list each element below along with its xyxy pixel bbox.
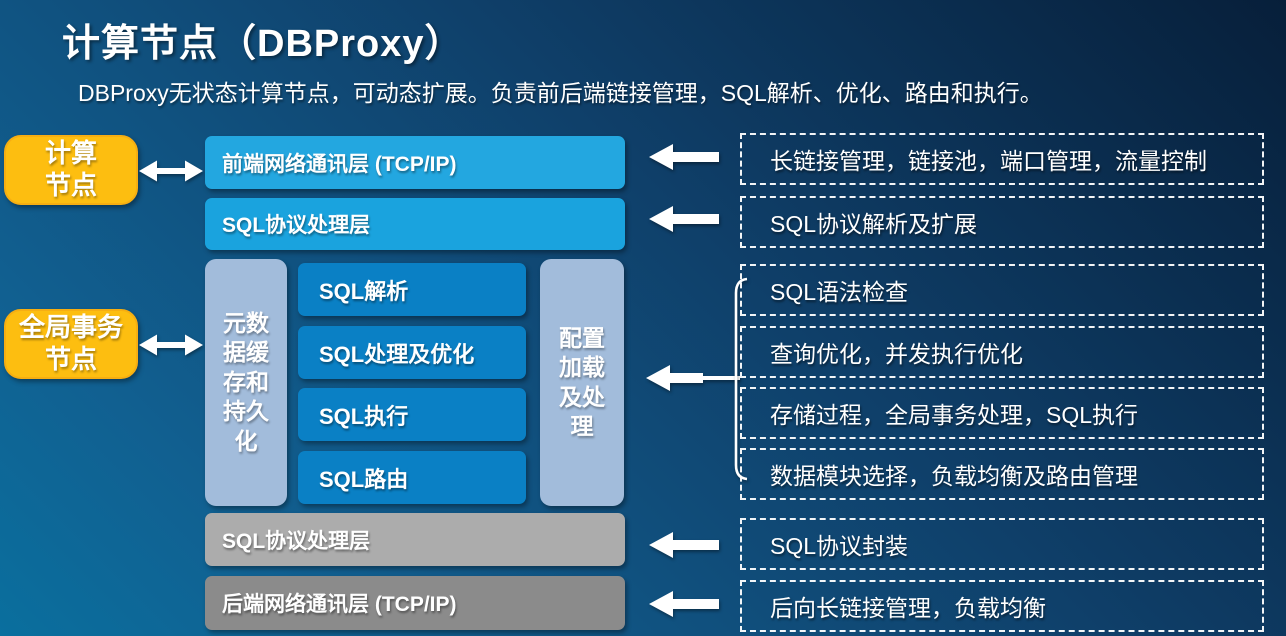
sql-parse-box: SQL解析 (298, 263, 526, 316)
page-title: 计算节点（DBProxy） (62, 23, 464, 65)
left-arrow-icon (648, 588, 720, 620)
left-arrow-icon (648, 203, 720, 235)
left-arrow-icon (648, 529, 720, 561)
annotation-data-module-select: 数据模块选择，负载均衡及路由管理 (740, 448, 1264, 500)
annotation-stored-procedure: 存储过程，全局事务处理，SQL执行 (740, 387, 1264, 439)
annotation-connection-mgmt: 长链接管理，链接池，端口管理，流量控制 (740, 133, 1264, 185)
double-arrow-icon (138, 157, 204, 185)
annotation-query-optimize: 查询优化，并发执行优化 (740, 326, 1264, 378)
sql-route-box: SQL路由 (298, 451, 526, 504)
left-arrow-icon (645, 362, 740, 394)
left-arrow-icon (648, 141, 720, 173)
page-subtitle: DBProxy无状态计算节点，可动态扩展。负责前后端链接管理，SQL解析、优化、… (78, 80, 1043, 106)
annotation-sql-protocol-pack: SQL协议封装 (740, 518, 1264, 570)
global-transaction-node-box: 全局事务 节点 (4, 309, 138, 379)
sql-process-optimize-box: SQL处理及优化 (298, 326, 526, 379)
sql-protocol-layer-top: SQL协议处理层 (205, 198, 625, 250)
front-network-layer: 前端网络通讯层 (TCP/IP) (205, 136, 625, 189)
config-load-column: 配置 加载 及处 理 (540, 259, 624, 506)
double-arrow-icon (138, 331, 204, 359)
annotation-sql-syntax-check: SQL语法检查 (740, 264, 1264, 316)
compute-node-box: 计算 节点 (4, 135, 138, 205)
annotation-sql-protocol-parse: SQL协议解析及扩展 (740, 196, 1264, 248)
annotation-backward-connection: 后向长链接管理，负载均衡 (740, 580, 1264, 632)
sql-protocol-layer-bottom: SQL协议处理层 (205, 513, 625, 566)
back-network-layer: 后端网络通讯层 (TCP/IP) (205, 576, 625, 630)
metadata-cache-column: 元数 据缓 存和 持久 化 (205, 259, 287, 506)
sql-execute-box: SQL执行 (298, 388, 526, 441)
